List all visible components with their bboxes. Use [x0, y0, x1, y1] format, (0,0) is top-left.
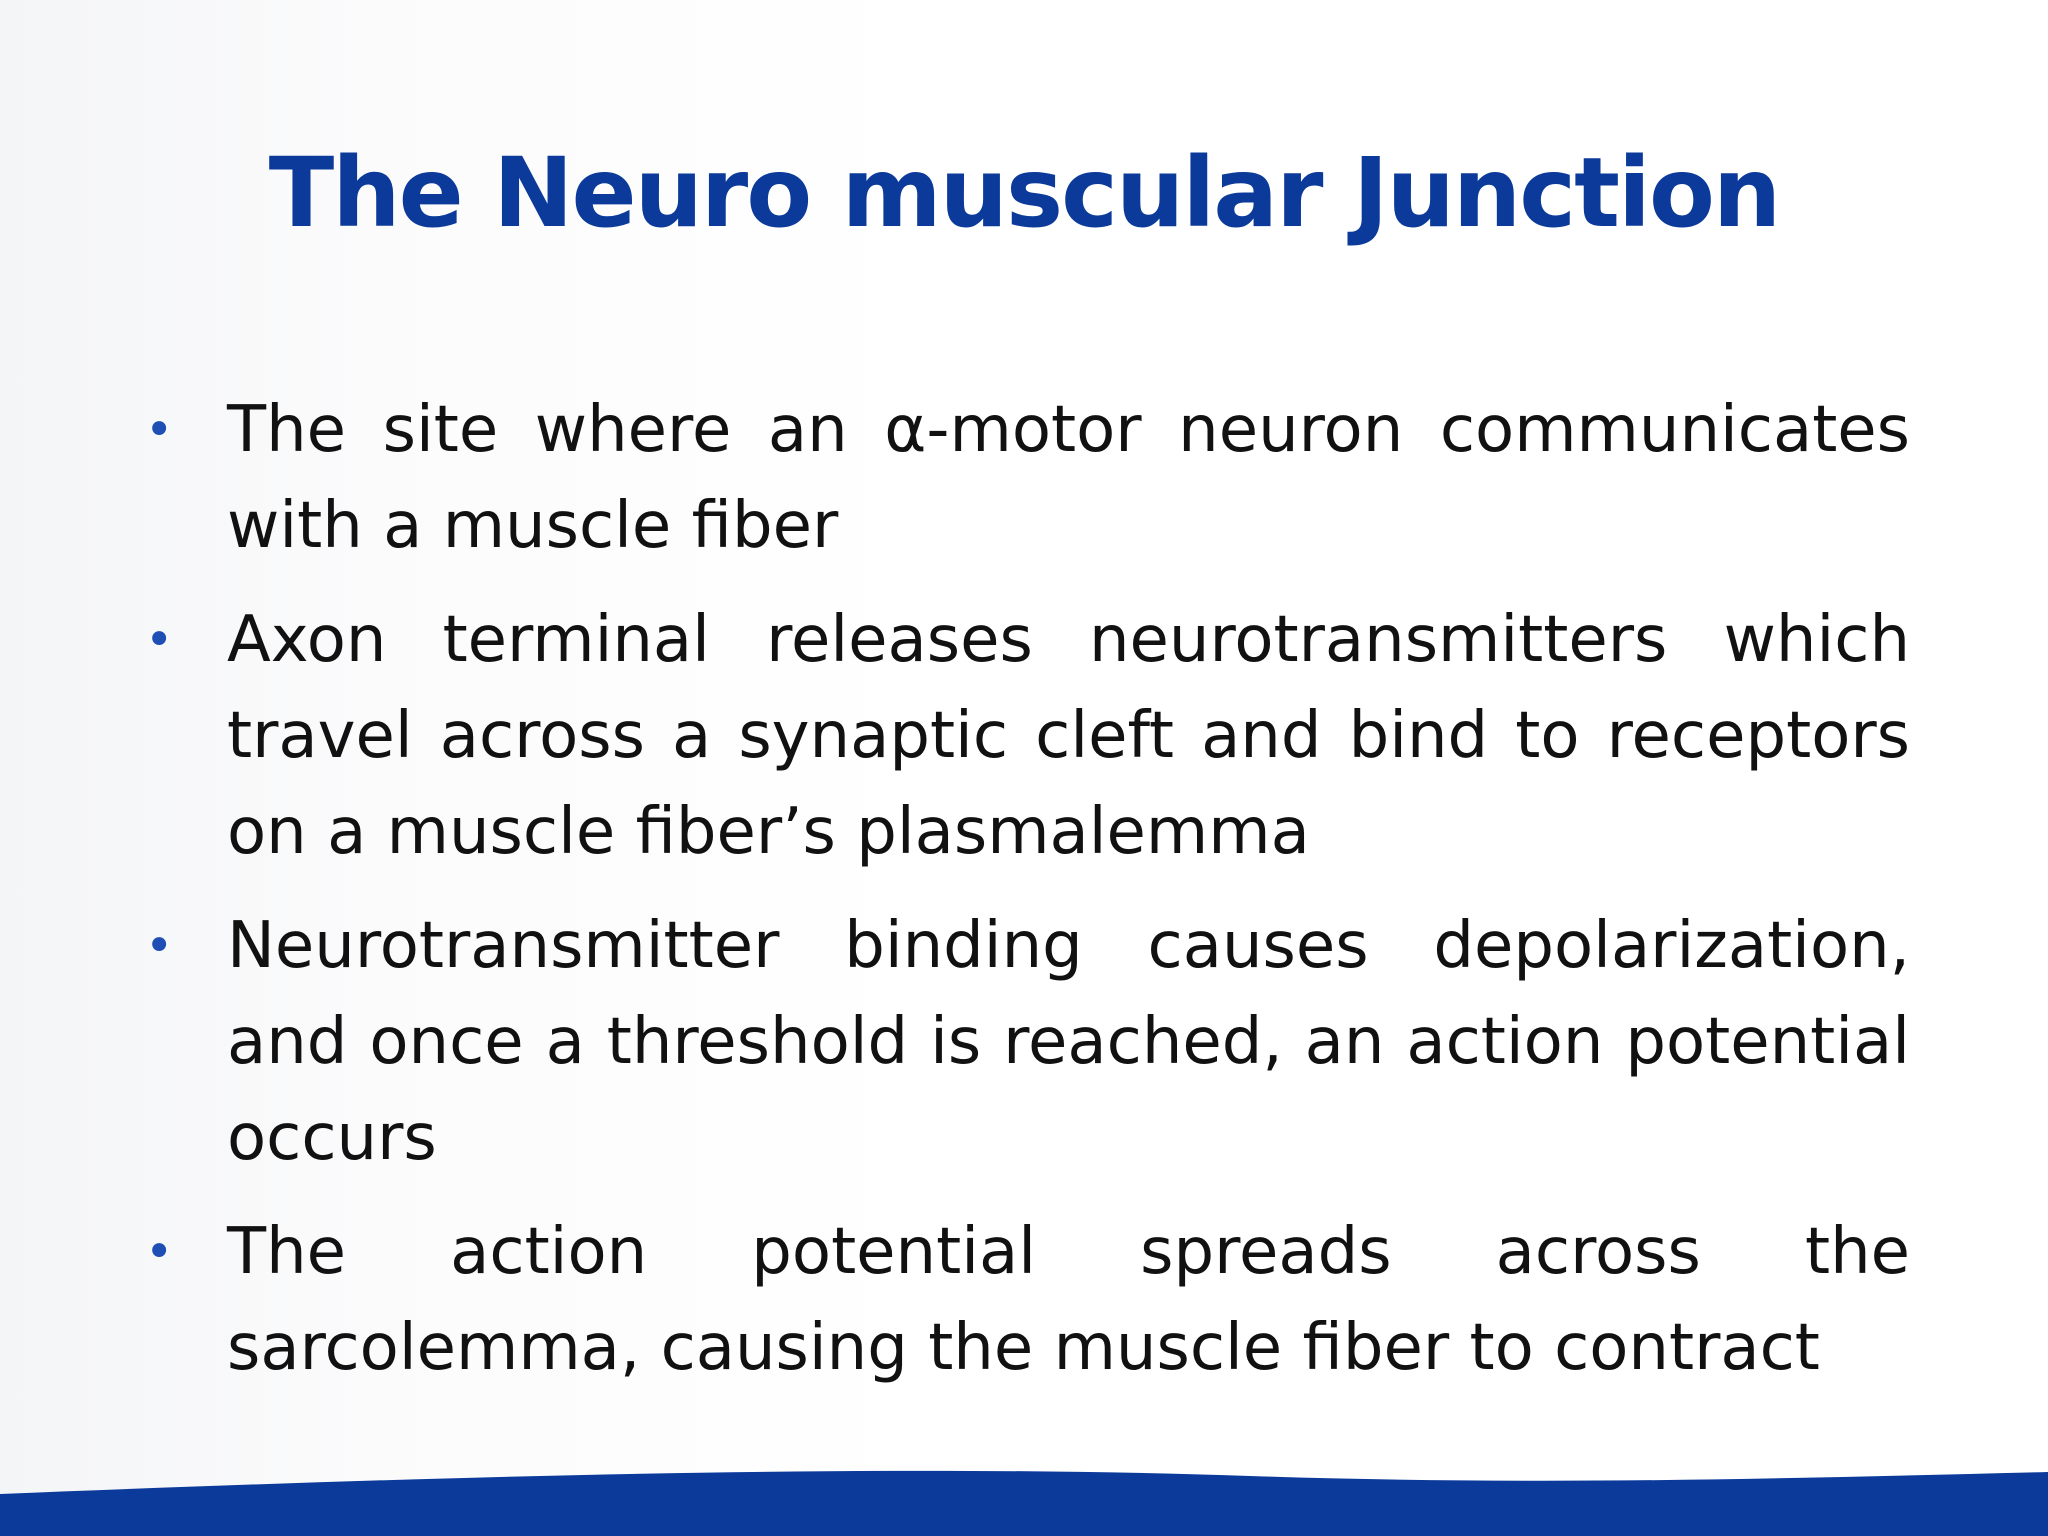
bullet-text: The site where an α-motor neuron communi… — [227, 393, 1910, 563]
bullet-text: The action potential spreads across the … — [227, 1215, 1910, 1385]
bullet-list: • The site where an α-motor neuron commu… — [145, 382, 1910, 1414]
bullet-item: • The action potential spreads across th… — [145, 1204, 1910, 1396]
bullet-marker: • — [145, 402, 174, 458]
bullet-item: • Neurotransmitter binding causes depola… — [145, 898, 1910, 1186]
bullet-marker: • — [145, 1224, 174, 1280]
bullet-item: • Axon terminal releases neurotransmitte… — [145, 592, 1910, 880]
bullet-marker: • — [145, 612, 174, 668]
bullet-text: Neurotransmitter binding causes depolari… — [227, 909, 1910, 1175]
bullet-text: Axon terminal releases neurotransmitters… — [227, 603, 1910, 869]
bottom-wave-band — [0, 1470, 2048, 1536]
slide-title: The Neuro muscular Junction — [268, 137, 1782, 249]
bullet-item: • The site where an α-motor neuron commu… — [145, 382, 1910, 574]
bottom-wave-shape — [0, 1470, 2048, 1536]
bullet-marker: • — [145, 918, 174, 974]
